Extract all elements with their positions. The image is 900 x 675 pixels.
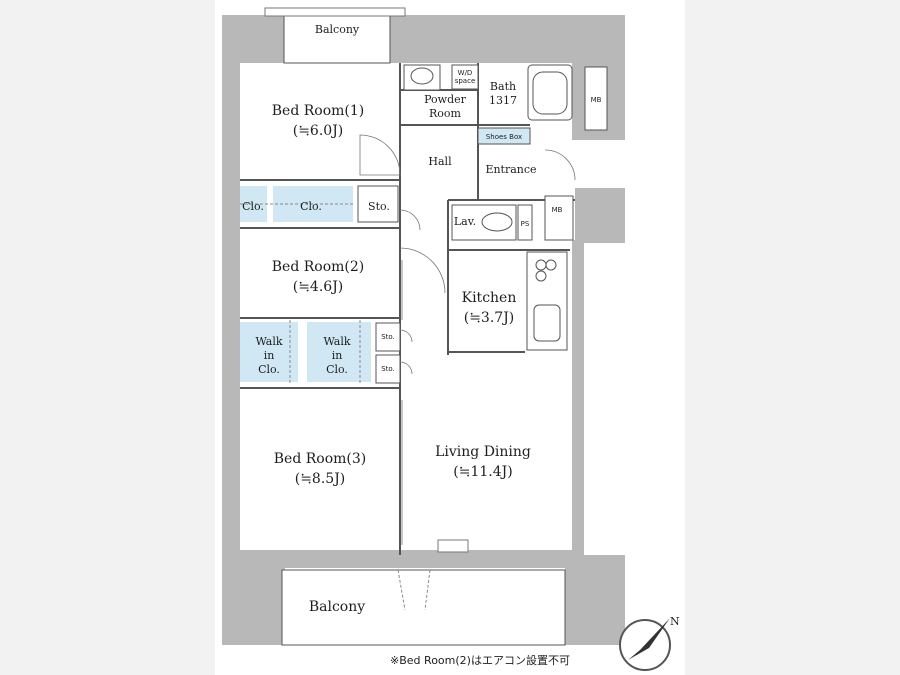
label-hall: Hall — [428, 155, 452, 168]
label-ps: PS — [521, 220, 530, 228]
label-sto-b: Sto. — [381, 333, 395, 341]
label-mb-top: MB — [591, 96, 602, 104]
label-wic2-line3: Clo. — [326, 363, 348, 376]
label-lav: Lav. — [454, 215, 476, 228]
label-powder-line1: Powder — [424, 93, 467, 106]
compass: N — [619, 615, 680, 671]
label-wic2-line2: in — [332, 349, 343, 362]
plan-footnote: ※Bed Room(2)はエアコン設置不可 — [390, 653, 570, 667]
label-bed3-size: (≒8.5J) — [295, 471, 346, 487]
label-living-dining-name: Living Dining — [435, 444, 531, 460]
label-bed1-name: Bed Room(1) — [272, 103, 365, 119]
label-sto-a: Sto. — [368, 200, 390, 213]
label-bath-line2: 1317 — [489, 94, 517, 107]
label-wd-line2: space — [455, 77, 476, 85]
label-wd-line1: W/D — [458, 69, 473, 77]
kitchen-counter — [526, 251, 568, 351]
label-entrance: Entrance — [485, 163, 536, 176]
label-living-dining-size: (≒11.4J) — [453, 464, 512, 480]
label-sto-c: Sto. — [381, 365, 395, 373]
label-balcony-top: Balcony — [315, 23, 360, 36]
label-clo-b: Clo. — [300, 200, 322, 213]
label-wic1-line3: Clo. — [258, 363, 280, 376]
label-mb-mid: MB — [552, 206, 563, 214]
closets — [240, 185, 401, 384]
label-wic1-line1: Walk — [255, 335, 282, 348]
label-kitchen-size: (≒3.7J) — [464, 310, 515, 326]
label-bed1-size: (≒6.0J) — [293, 123, 344, 139]
label-clo-a: Clo. — [242, 200, 264, 213]
doors — [359, 134, 576, 611]
label-bed2-name: Bed Room(2) — [272, 259, 365, 275]
label-bed3-name: Bed Room(3) — [274, 451, 367, 467]
compass-north-label: N — [670, 615, 680, 628]
label-kitchen-name: Kitchen — [462, 290, 517, 306]
bath-fixtures — [403, 64, 608, 241]
label-wic2-line1: Walk — [323, 335, 350, 348]
label-bath-line1: Bath — [490, 80, 516, 93]
label-wic1-line2: in — [264, 349, 275, 362]
label-balcony-bottom: Balcony — [309, 599, 365, 615]
label-bed2-size: (≒4.6J) — [293, 279, 344, 295]
label-powder-line2: Room — [429, 107, 462, 120]
label-shoes-box: Shoes Box — [486, 133, 522, 141]
